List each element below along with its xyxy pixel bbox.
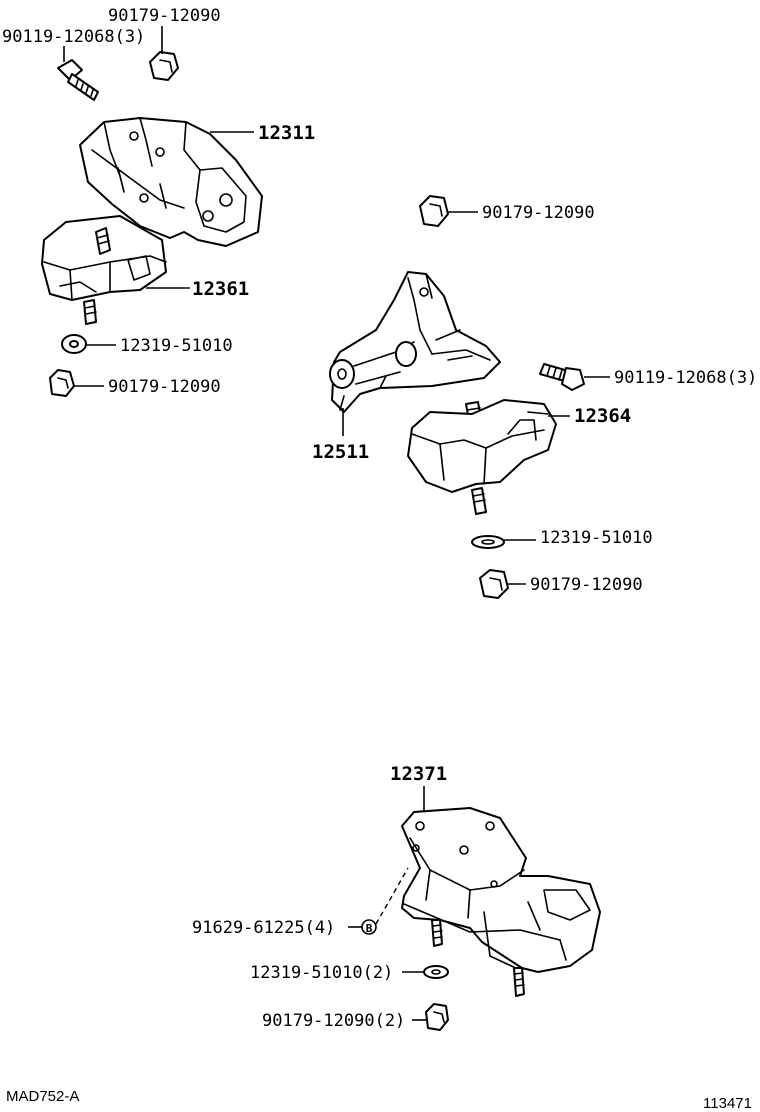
nut-90179-lower[interactable] (425, 1003, 449, 1031)
label-stud-bolt: 91629-61225(4) (192, 918, 335, 938)
marker-b-icon: B (361, 919, 377, 935)
label-12511: 12511 (312, 441, 369, 463)
label-right-nut-bottom: 90179-12090 (530, 575, 643, 595)
label-upper-washer: 12319-51010 (120, 336, 233, 356)
nut-90179-right-top[interactable] (419, 195, 449, 227)
page-number: 113471 (703, 1095, 752, 1112)
drawing-id: MAD752-A (6, 1088, 79, 1105)
label-upper-bolt: 90119-12068(3) (2, 27, 145, 47)
label-right-washer: 12319-51010 (540, 528, 653, 548)
nut-90179-upper-lower[interactable] (49, 369, 75, 397)
washer-12319-right[interactable] (471, 535, 505, 549)
label-12361: 12361 (192, 278, 249, 300)
bracket-12311[interactable] (79, 117, 263, 247)
nut-90179-right-bottom[interactable] (479, 569, 509, 599)
label-12371: 12371 (390, 763, 447, 785)
bolt-90119-upper[interactable] (57, 59, 99, 101)
mount-12371[interactable] (401, 807, 601, 997)
bracket-12511[interactable] (329, 271, 501, 413)
washer-12319-upper[interactable] (61, 334, 87, 354)
label-lower-nut: 90179-12090(2) (262, 1011, 405, 1031)
label-right-bolt: 90119-12068(3) (614, 368, 757, 388)
label-right-nut-top: 90179-12090 (482, 203, 595, 223)
marker-b-label: B (366, 922, 373, 935)
label-upper-nut-top: 90179-12090 (108, 6, 221, 26)
leader-lines (63, 26, 610, 1021)
bolt-90119-right[interactable] (539, 363, 585, 391)
insulator-12364[interactable] (407, 399, 557, 515)
nut-90179-upper[interactable] (149, 51, 179, 81)
washer-12319-lower[interactable] (423, 965, 449, 979)
label-upper-nut-bottom: 90179-12090 (108, 377, 221, 397)
insulator-12361[interactable] (41, 215, 167, 325)
label-12311: 12311 (258, 122, 315, 144)
label-lower-washer: 12319-51010(2) (250, 963, 393, 983)
label-12364: 12364 (574, 405, 631, 427)
